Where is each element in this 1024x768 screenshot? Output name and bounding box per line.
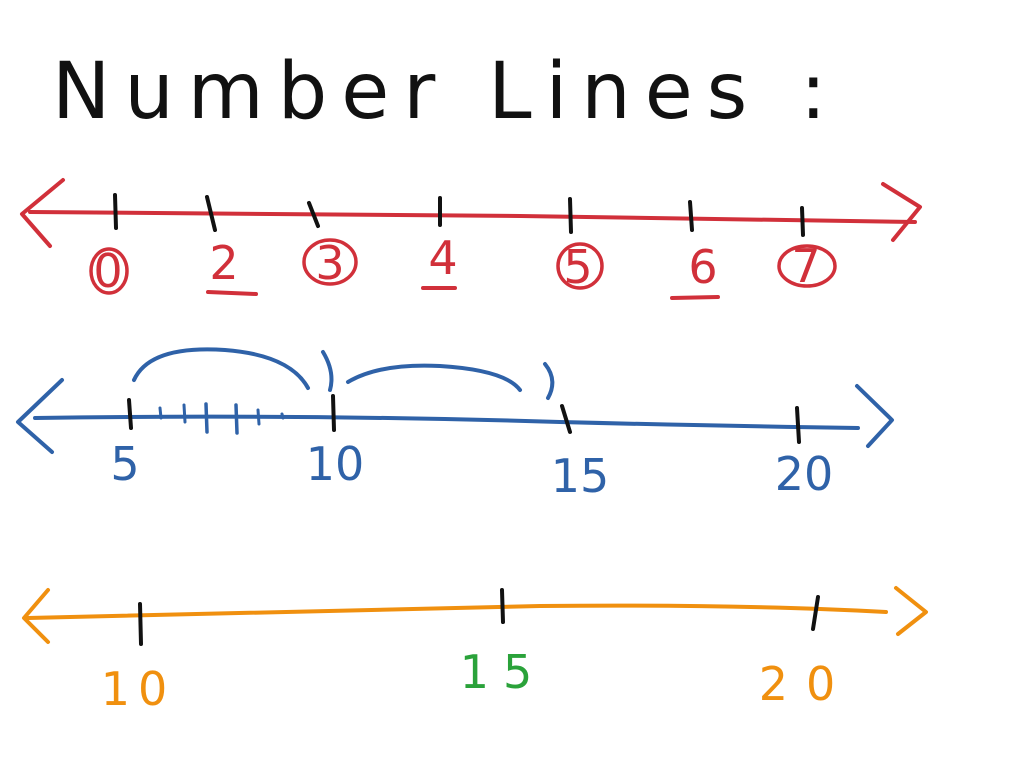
tick-label: 15 [460, 645, 547, 699]
tick-label: 2 [209, 236, 238, 290]
page-title: Number Lines : [52, 47, 840, 137]
label-group: 7 [777, 239, 837, 293]
circle-mark [556, 242, 604, 290]
label-group: 5 [556, 240, 604, 294]
number-line-3-ticks [138, 588, 820, 646]
tick-label: 3 [315, 236, 344, 290]
tick-mark [688, 200, 694, 232]
number-line-1-axis [28, 210, 917, 224]
tick-mark [307, 201, 320, 228]
underline-mark [670, 295, 720, 300]
tick-label: 15 [551, 449, 610, 503]
jump-arc [132, 347, 310, 390]
tick-label: 10 [306, 437, 365, 491]
left-arrow-head [20, 178, 65, 248]
label-group: 4 [421, 231, 458, 290]
tick-mark [560, 404, 572, 434]
circle-mark [777, 244, 837, 288]
tick-mark [256, 408, 261, 426]
underline-mark [206, 290, 258, 296]
label-group: 0 [89, 244, 129, 298]
tick-mark [158, 406, 163, 420]
tick-label: 6 [688, 240, 717, 294]
tick-mark [234, 403, 239, 435]
tick-mark [205, 195, 217, 232]
tick-label: 5 [110, 437, 139, 491]
tick-label: 10 [101, 662, 176, 716]
number-line-3-axis [26, 603, 888, 620]
tick-mark [182, 403, 187, 424]
number-line-2-axis [33, 414, 860, 430]
tick-label: 7 [791, 239, 820, 293]
tick-mark [795, 406, 801, 444]
right-arrow-head [894, 586, 928, 636]
number-line-3: 10 15 20 [22, 586, 928, 716]
label-group: 2 [206, 236, 258, 296]
number-line-2-ticks [127, 394, 801, 444]
right-arrow-head [855, 384, 894, 448]
tick-mark [331, 394, 336, 432]
tick-mark [280, 412, 285, 420]
jump-arcs [132, 347, 555, 400]
left-arrow-head [16, 378, 64, 454]
number-line-3-labels: 10 15 20 [101, 645, 854, 716]
tick-mark [811, 595, 820, 631]
number-line-1-labels: 0 2 3 4 5 6 7 [89, 231, 837, 300]
tick-mark [500, 588, 505, 624]
label-group: 6 [670, 240, 720, 300]
tick-mark [138, 602, 143, 646]
label-group: 3 [302, 236, 358, 290]
jump-bracket [321, 350, 334, 392]
tick-mark [568, 197, 573, 234]
tick-label: 5 [563, 240, 592, 294]
tick-label: 20 [759, 657, 854, 711]
number-line-2-labels: 5 10 15 20 [110, 437, 833, 503]
jump-bracket [543, 362, 555, 400]
right-arrow-head [881, 182, 922, 242]
tick-label: 0 [93, 244, 122, 298]
jump-arc [346, 363, 522, 392]
tick-mark [113, 193, 118, 230]
circle-mark [302, 238, 358, 286]
number-line-1-ticks [113, 193, 805, 237]
tick-mark [800, 206, 805, 237]
circle-mark [89, 247, 129, 295]
tick-mark [204, 402, 209, 434]
number-line-2: 5 10 15 20 [16, 347, 894, 503]
tick-label: 4 [428, 231, 457, 285]
tick-label: 20 [775, 447, 834, 501]
number-line-1: 0 2 3 4 5 6 7 [20, 178, 922, 300]
tick-mark [127, 398, 133, 430]
left-arrow-head [22, 588, 50, 644]
